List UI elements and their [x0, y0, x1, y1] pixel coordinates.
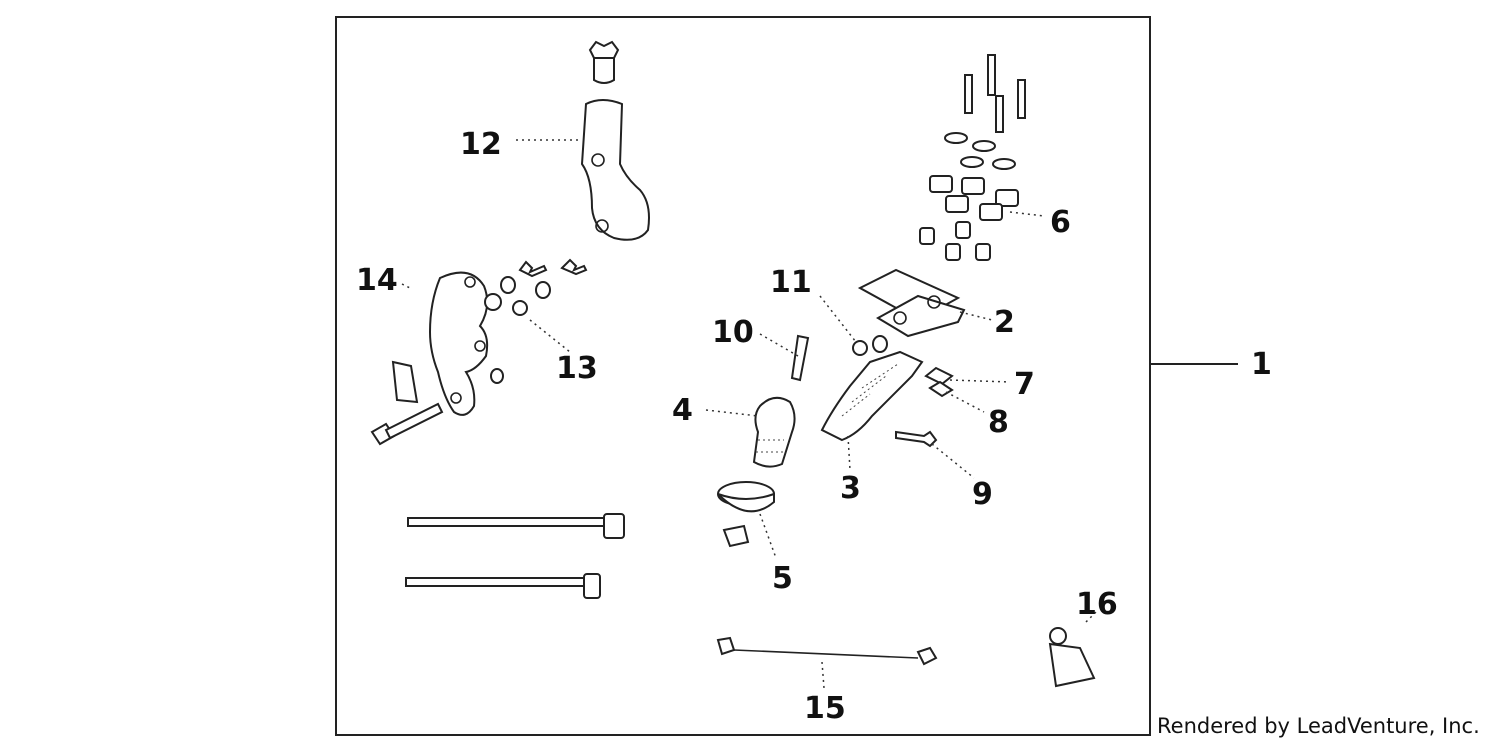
callout-4: 4: [672, 393, 693, 428]
callout-11: 11: [770, 265, 812, 300]
leader-3: [847, 435, 851, 471]
leader-14: [401, 283, 411, 289]
part-6-mount-hardware: [919, 54, 1026, 261]
part-7-8-pins: [924, 366, 954, 398]
callout-6: 6: [1050, 205, 1071, 240]
leader-15: [821, 661, 825, 689]
part-3-lever: [820, 350, 924, 442]
part-12-mirror-holder: [580, 40, 650, 241]
part-16-clip: [1048, 627, 1096, 688]
callout-10: 10: [712, 315, 754, 350]
part-14-bracket: [370, 271, 489, 446]
callout-3: 3: [840, 471, 861, 506]
callout-5: 5: [772, 561, 793, 596]
callout-15: 15: [804, 691, 846, 726]
callout-1: 1: [1251, 347, 1272, 382]
part-9-bolt: [895, 430, 938, 448]
cable-upper: [407, 513, 625, 539]
leader-13: [529, 319, 571, 353]
part-13-hardware: [484, 258, 588, 384]
leader-4: [705, 409, 759, 417]
callout-9: 9: [972, 477, 993, 512]
leader-6: [1009, 211, 1045, 217]
callout-16: 16: [1076, 587, 1118, 622]
callout-13: 13: [556, 351, 598, 386]
part-10-bolt: [790, 334, 810, 382]
callout-8: 8: [988, 405, 1009, 440]
leader-10: [759, 333, 799, 357]
part-5-boot: [717, 481, 775, 548]
kit-frame: [335, 16, 1151, 736]
callout-7: 7: [1014, 367, 1035, 402]
leader-8: [945, 391, 985, 413]
part-11-nut: [852, 335, 888, 356]
part-15-cable: [716, 636, 938, 666]
leader-7: [949, 379, 1011, 383]
part-4-knob: [752, 396, 796, 468]
callout-14: 14: [356, 263, 398, 298]
leader-2: [959, 311, 993, 321]
credit-text: Rendered by LeadVenture, Inc.: [1157, 714, 1480, 738]
part-2-top-plate: [857, 268, 966, 338]
leader-9: [931, 443, 975, 479]
cable-lower: [405, 573, 601, 599]
leader-11: [819, 295, 857, 343]
callout-2: 2: [994, 305, 1015, 340]
leader-5: [759, 513, 777, 559]
callout-12: 12: [460, 127, 502, 162]
